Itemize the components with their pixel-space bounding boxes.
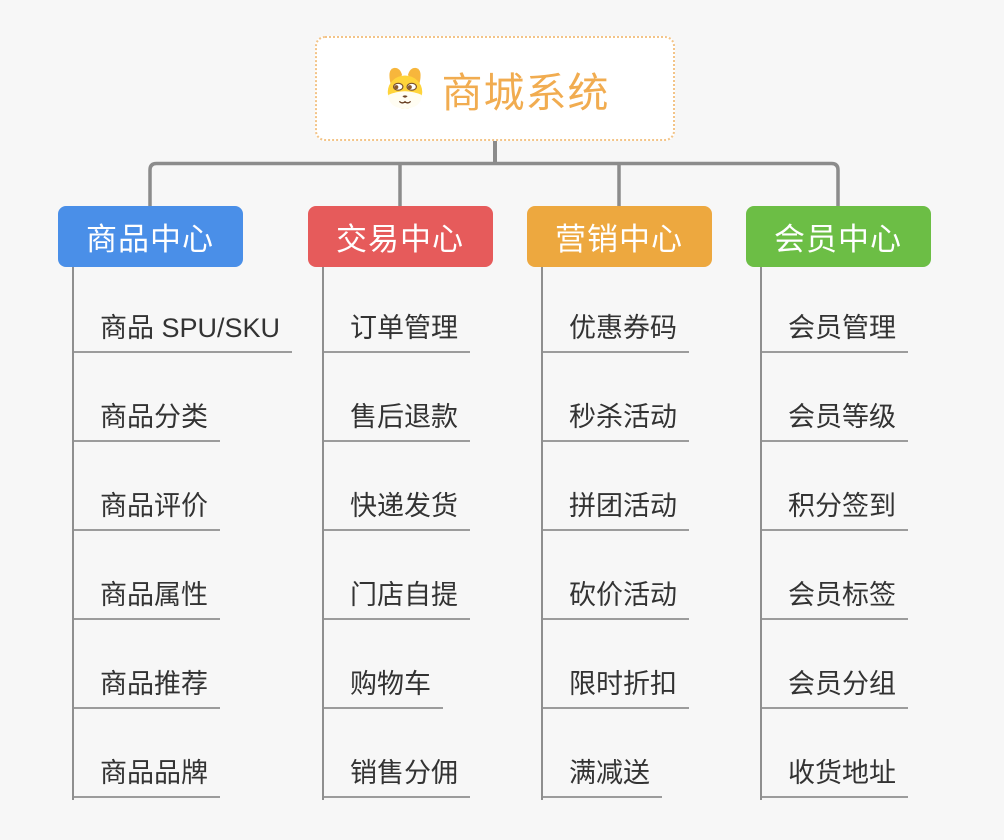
leaf-topic[interactable]: 拼团活动 xyxy=(541,484,689,531)
leaf-topic[interactable]: 会员管理 xyxy=(760,306,908,353)
leaf-topic[interactable]: 会员标签 xyxy=(760,573,908,620)
leaf-topic[interactable]: 商品属性 xyxy=(72,573,220,620)
root-topic-label: 商城系统 xyxy=(441,69,610,116)
leaf-topic[interactable]: 优惠券码 xyxy=(541,306,689,353)
leaf-topic[interactable]: 商品评价 xyxy=(72,484,220,531)
branch-children-product-center: 商品 SPU/SKU 商品分类 商品评价 商品属性 商品推荐 商品品牌 xyxy=(72,267,293,800)
branch-topic-member-center[interactable]: 会员中心 xyxy=(745,206,931,267)
leaf-topic[interactable]: 订单管理 xyxy=(322,306,470,353)
leaf-topic[interactable]: 快递发货 xyxy=(322,484,470,531)
dog-face-icon xyxy=(381,63,429,115)
leaf-topic[interactable]: 会员分组 xyxy=(760,662,908,709)
leaf-topic[interactable]: 销售分佣 xyxy=(322,751,470,798)
leaf-topic[interactable]: 门店自提 xyxy=(322,573,470,620)
leaf-topic[interactable]: 限时折扣 xyxy=(541,662,689,709)
leaf-topic[interactable]: 商品推荐 xyxy=(72,662,220,709)
leaf-topic[interactable]: 收货地址 xyxy=(760,751,908,798)
branch-children-trade-center: 订单管理 售后退款 快递发货 门店自提 购物车 销售分佣 xyxy=(322,267,470,800)
leaf-topic[interactable]: 满减送 xyxy=(541,751,662,798)
branch-topic-marketing-center[interactable]: 营销中心 xyxy=(526,206,712,267)
leaf-topic[interactable]: 售后退款 xyxy=(322,395,470,442)
leaf-topic[interactable]: 商品 SPU/SKU xyxy=(72,306,293,353)
leaf-topic[interactable]: 购物车 xyxy=(322,662,443,709)
branch-topic-product-center[interactable]: 商品中心 xyxy=(57,206,243,267)
leaf-topic[interactable]: 秒杀活动 xyxy=(541,395,689,442)
branch-children-marketing-center: 优惠券码 秒杀活动 拼团活动 砍价活动 限时折扣 满减送 xyxy=(541,267,689,800)
root-topic[interactable]: 商城系统 xyxy=(315,36,675,141)
leaf-topic[interactable]: 砍价活动 xyxy=(541,573,689,620)
leaf-topic[interactable]: 积分签到 xyxy=(760,484,908,531)
leaf-topic[interactable]: 会员等级 xyxy=(760,395,908,442)
branch-topic-trade-center[interactable]: 交易中心 xyxy=(307,206,493,267)
leaf-topic[interactable]: 商品分类 xyxy=(72,395,220,442)
leaf-topic[interactable]: 商品品牌 xyxy=(72,751,220,798)
branch-children-member-center: 会员管理 会员等级 积分签到 会员标签 会员分组 收货地址 xyxy=(760,267,908,800)
